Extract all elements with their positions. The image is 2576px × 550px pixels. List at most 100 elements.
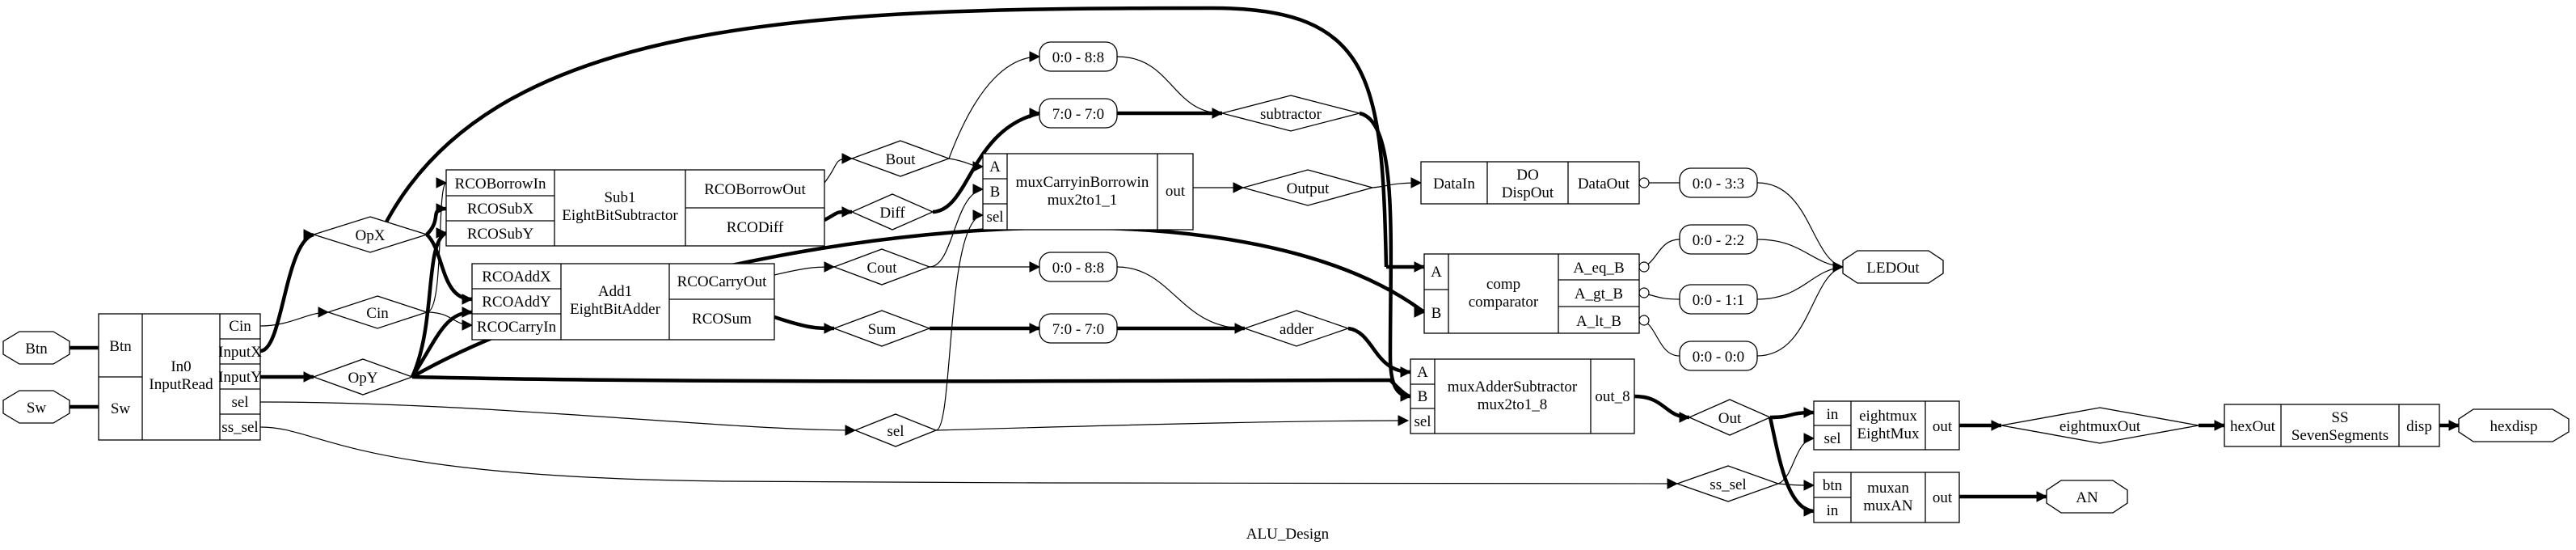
arrowhead	[1803, 433, 1815, 444]
dispout-out-dataout: DataOut	[1578, 176, 1630, 192]
port-btn: Btn	[2, 331, 70, 365]
net-out-label: Out	[1718, 410, 1742, 427]
arrowhead	[436, 203, 448, 214]
inputread-in-btn: Btn	[109, 338, 132, 355]
net-diff: Diff	[850, 193, 934, 231]
wire-lt-slice	[1638, 319, 1680, 357]
add1-out-sum: RCOSum	[692, 311, 752, 328]
net-cout-label: Cout	[867, 260, 898, 277]
net-eightmuxout: eightmuxOut	[2001, 407, 2199, 444]
wire-out-muxan	[1768, 417, 1815, 514]
eightmux-out: out	[1933, 418, 1953, 435]
net-ss-sel-label: ss_sel	[1710, 476, 1746, 493]
arrowhead	[972, 184, 984, 195]
port-dot	[1638, 177, 1650, 188]
arrowhead	[1410, 177, 1423, 188]
muxcarry-type: mux2to1_1	[1048, 192, 1118, 209]
muxaddsub-in-b: B	[1418, 388, 1428, 405]
muxaddsub-type: mux2to1_8	[1478, 396, 1548, 413]
dispout-in-datain: DataIn	[1433, 176, 1475, 192]
eightmux-in-in: in	[1827, 406, 1839, 423]
sub1-type: EightBitSubtractor	[562, 207, 678, 224]
port-an-label: AN	[2076, 489, 2098, 506]
sub1-in-subx: RCOSubX	[467, 201, 534, 218]
module-mux-adder-subtractor: A B sel muxAdderSubtractor mux2to1_8 out…	[1410, 358, 1635, 434]
net-bout: Bout	[850, 140, 951, 177]
arrowhead	[841, 153, 854, 164]
wire-s1-led	[1756, 266, 1844, 300]
port-an: AN	[2046, 480, 2128, 514]
arrowhead	[1029, 261, 1041, 273]
muxcarry-name: muxCarryinBorrowin	[1016, 174, 1149, 191]
arrowhead	[1803, 480, 1815, 491]
net-sel: sel	[854, 413, 938, 447]
slice-lt-label: 0:0 - 0:0	[1693, 349, 1744, 366]
arrowhead	[972, 209, 984, 221]
wire-scout-adder	[1116, 266, 1246, 329]
module-eightmux: in sel eightmux EightMux out	[1813, 400, 1960, 451]
arrowhead	[1667, 478, 1679, 489]
arrowhead	[436, 177, 448, 188]
arrowhead	[1234, 323, 1246, 334]
ss-name: SS	[2331, 409, 2348, 426]
wire-cout-mux-b	[929, 188, 984, 268]
muxan-in-btn: btn	[1823, 477, 1843, 494]
muxcarry-in-b: B	[990, 184, 1001, 201]
wire-opx-net	[259, 232, 314, 353]
eightmux-in-sel: sel	[1823, 430, 1840, 447]
muxcarry-out: out	[1166, 183, 1186, 200]
muxaddsub-name: muxAdderSubtractor	[1448, 379, 1578, 396]
module-dispout: DataIn DO DispOut DataOut	[1420, 161, 1640, 205]
wires	[70, 6, 2459, 514]
wire-s2-led	[1756, 239, 1844, 268]
slice-bout-label: 0:0 - 8:8	[1052, 49, 1104, 66]
arrowhead	[436, 227, 448, 239]
net-cin: Cin	[326, 295, 429, 329]
port-dot	[1638, 315, 1650, 326]
eightmux-name: eightmux	[1859, 408, 1917, 425]
arrowhead	[462, 319, 474, 331]
muxan-name: muxan	[1867, 480, 1909, 497]
wire-adder-mux-a	[1347, 326, 1411, 374]
wire-bout-slice	[948, 56, 1040, 159]
add1-out-carryout: RCOCarryOut	[677, 273, 768, 290]
net-subtractor-label: subtractor	[1260, 106, 1322, 123]
slice-eq-label: 0:0 - 2:2	[1693, 232, 1744, 249]
net-out: Out	[1688, 399, 1772, 436]
inputread-out-inputy: InputY	[218, 369, 262, 386]
port-hexdisp: hexdisp	[2458, 408, 2570, 442]
slice-diff: 7:0 - 7:0	[1039, 98, 1118, 129]
net-eightmuxout-label: eightmuxOut	[2060, 418, 2141, 435]
arrowhead	[1398, 415, 1410, 426]
arrowhead	[1400, 366, 1412, 378]
module-inputread: Btn Sw In0 InputRead Cin InputX InputY s…	[98, 313, 262, 441]
comp-in-a: A	[1431, 264, 1442, 281]
slice-bout: 0:0 - 8:8	[1039, 41, 1118, 72]
comp-out-gt: A_gt_B	[1575, 286, 1623, 302]
net-ss-sel: ss_sel	[1676, 465, 1780, 502]
comp-out-eq: A_eq_B	[1573, 260, 1624, 277]
net-diff-label: Diff	[879, 205, 905, 222]
arrowhead	[462, 307, 474, 318]
port-hexdisp-label: hexdisp	[2490, 418, 2537, 435]
net-output-label: Output	[1287, 180, 1330, 197]
arrowhead	[845, 425, 857, 436]
add1-type: EightBitAdder	[570, 301, 661, 318]
port-btn-label: Btn	[25, 341, 48, 358]
net-opx: OpX	[311, 216, 429, 253]
inputread-in-sw: Sw	[111, 400, 131, 417]
dispout-name: DO	[1516, 167, 1538, 184]
dispout-type: DispOut	[1502, 184, 1554, 201]
arrowhead	[303, 229, 315, 240]
net-opx-label: OpX	[356, 227, 386, 244]
net-subtractor: subtractor	[1220, 95, 1362, 132]
add1-in-carryin: RCOCarryIn	[477, 319, 557, 336]
comp-out-lt: A_lt_B	[1576, 313, 1621, 330]
inputread-out-cin: Cin	[229, 318, 251, 335]
net-bout-label: Bout	[886, 151, 917, 168]
arrowhead	[2214, 420, 2226, 431]
port-dot	[1638, 287, 1650, 298]
net-adder-label: adder	[1280, 321, 1314, 338]
port-sw-label: Sw	[27, 400, 47, 417]
sub1-name: Sub1	[604, 189, 635, 206]
